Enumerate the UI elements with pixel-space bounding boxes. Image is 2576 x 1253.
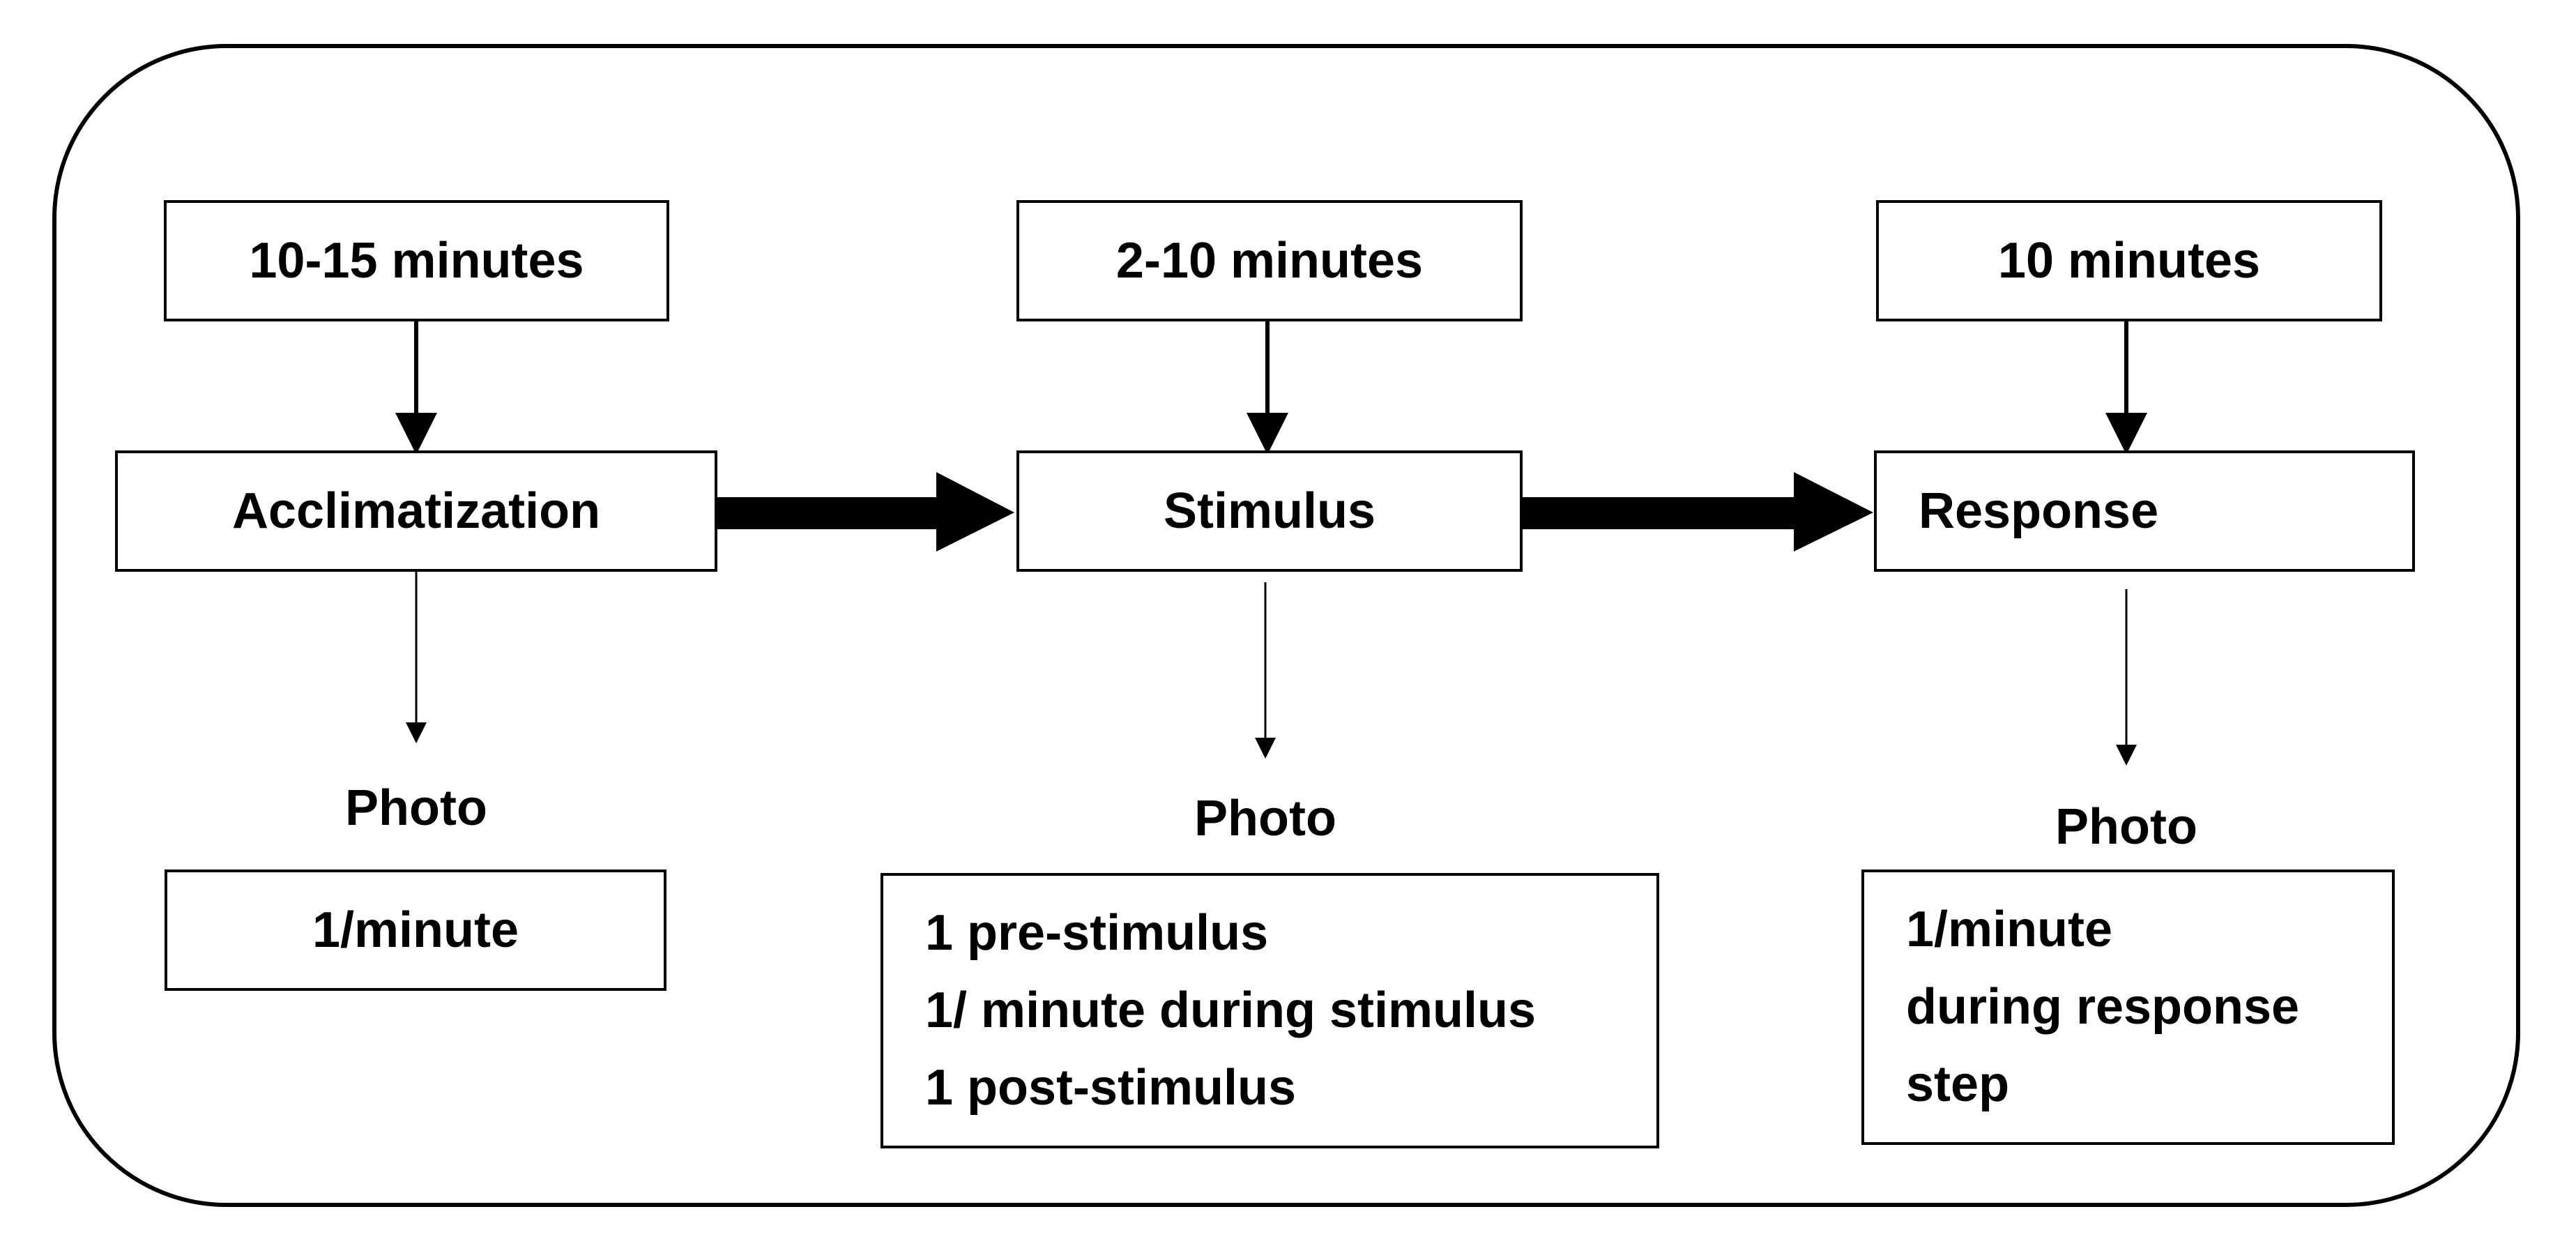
stage-name: Acclimatization [231,483,601,539]
flow-arrow-2 [1511,472,1873,552]
stage-box-stimulus: Stimulus [1016,450,1523,572]
stage-name: Stimulus [1163,483,1376,539]
duration-text: 10-15 minutes [249,233,584,289]
duration-box-stimulus: 2-10 minutes [1016,200,1523,321]
photo-line: 1/ minute during stimulus [925,982,1537,1038]
stage-box-response: Response [1874,450,2415,572]
photo-line: 1 pre-stimulus [925,905,1269,961]
photo-line: 1/minute [1906,902,2113,957]
stage-box-acclimatization: Acclimatization [115,450,717,572]
photo-line: during response [1906,979,2300,1035]
photo-label-stimulus: Photo [1194,791,1336,846]
photo-label-acclimatization: Photo [345,780,487,836]
photo-line: 1/minute [312,902,519,958]
photo-box-response: 1/minute during response step [1861,869,2395,1145]
duration-text: 2-10 minutes [1115,233,1424,289]
photo-label-response: Photo [2055,799,2197,855]
duration-text: 10 minutes [1997,233,2261,289]
duration-box-acclimatization: 10-15 minutes [164,200,669,321]
photo-box-acclimatization: 1/minute [165,869,666,991]
diagram-frame [52,44,2520,1207]
stage-name: Response [1919,483,2159,539]
duration-box-response: 10 minutes [1876,200,2382,321]
photo-line: step [1906,1056,2010,1112]
photo-line: 1 post-stimulus [925,1060,1297,1116]
photo-box-stimulus: 1 pre-stimulus 1/ minute during stimulus… [881,873,1659,1148]
flow-arrow-1 [717,472,1014,552]
